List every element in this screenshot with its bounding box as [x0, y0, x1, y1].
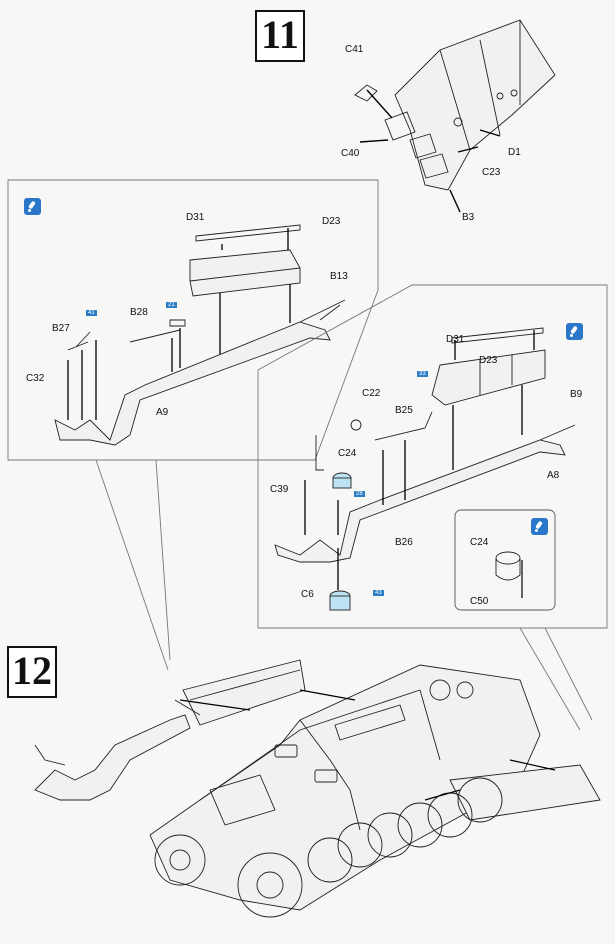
part-label-c40: C40 — [341, 148, 360, 159]
step-number-11: 11 — [255, 10, 305, 62]
part-label-b25: B25 — [395, 405, 413, 416]
part-label-d31: D31 — [186, 212, 205, 223]
part-label-b13: B13 — [330, 271, 348, 282]
reference-tag: 28 — [354, 491, 365, 497]
reference-tag: 33 — [417, 371, 428, 377]
part-label-d31: D31 — [446, 334, 465, 345]
reference-number: 41 — [86, 310, 97, 316]
part-label-a8: A8 — [547, 470, 560, 481]
part-label-c23: C23 — [482, 167, 501, 178]
part-label-b3: B3 — [462, 212, 475, 223]
part-label-b27: B27 — [52, 323, 70, 334]
part-label-c24-inset: C24 — [470, 537, 489, 548]
reference-number: 28 — [354, 491, 365, 497]
part-label-a9: A9 — [156, 407, 169, 418]
part-label-b9: B9 — [570, 389, 583, 400]
reference-tag: 43 — [373, 590, 384, 596]
part-label-c32: C32 — [26, 373, 45, 384]
part-label-c22: C22 — [362, 388, 381, 399]
part-label-d23: D23 — [479, 355, 498, 366]
part-label-c24: C24 — [338, 448, 357, 459]
reference-number: 33 — [417, 371, 428, 377]
part-label-d1: D1 — [508, 147, 521, 158]
reference-number: 21 — [166, 302, 177, 308]
glue-icon — [531, 518, 548, 535]
part-label-b28: B28 — [130, 307, 148, 318]
glue-icon — [24, 198, 41, 215]
part-label-d23: D23 — [322, 216, 341, 227]
reference-number: 43 — [373, 590, 384, 596]
part-label-c50: C50 — [470, 596, 489, 607]
part-label-c39: C39 — [270, 484, 289, 495]
reference-tag: 21 — [166, 302, 177, 308]
step-number-12: 12 — [7, 646, 57, 698]
part-label-c6: C6 — [301, 589, 314, 600]
part-label-b26: B26 — [395, 537, 413, 548]
glue-icon — [566, 323, 583, 340]
part-label-c41: C41 — [345, 44, 364, 55]
reference-tag: 41 — [86, 310, 97, 316]
